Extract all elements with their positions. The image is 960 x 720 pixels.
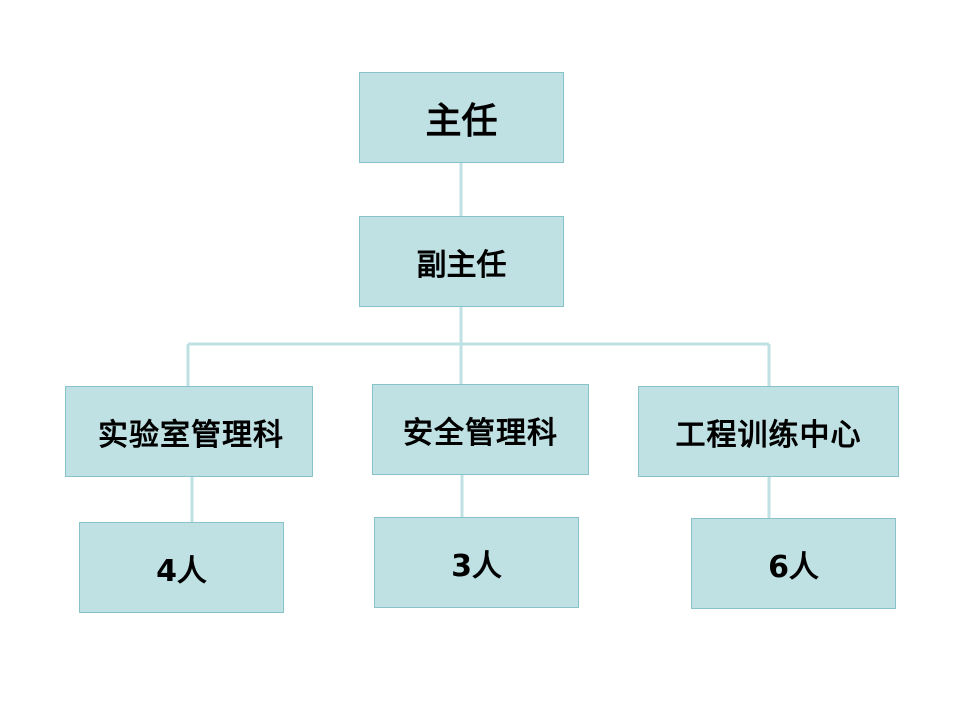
engineering-training-center-box: 工程训练中心	[638, 386, 899, 477]
lab-management-staff-box: 4人	[79, 522, 284, 613]
lab-management-label: 实验室管理科	[98, 417, 284, 453]
director-label: 主任	[425, 100, 498, 142]
engineering-training-center-label: 工程训练中心	[675, 417, 862, 453]
deputy-director-box: 副主任	[359, 216, 564, 307]
safety-management-staff-box: 3人	[374, 517, 579, 608]
engineering-training-center-staff-box: 6人	[691, 518, 896, 609]
safety-management-box: 安全管理科	[372, 384, 589, 475]
lab-management-box: 实验室管理科	[65, 386, 313, 477]
director-box: 主任	[359, 72, 564, 163]
deputy-director-label: 副主任	[416, 247, 507, 283]
safety-management-staff-count: 3人	[451, 548, 502, 584]
engineering-training-center-staff-count: 6人	[768, 549, 819, 585]
safety-management-label: 安全管理科	[403, 415, 558, 451]
lab-management-staff-count: 4人	[156, 553, 207, 589]
